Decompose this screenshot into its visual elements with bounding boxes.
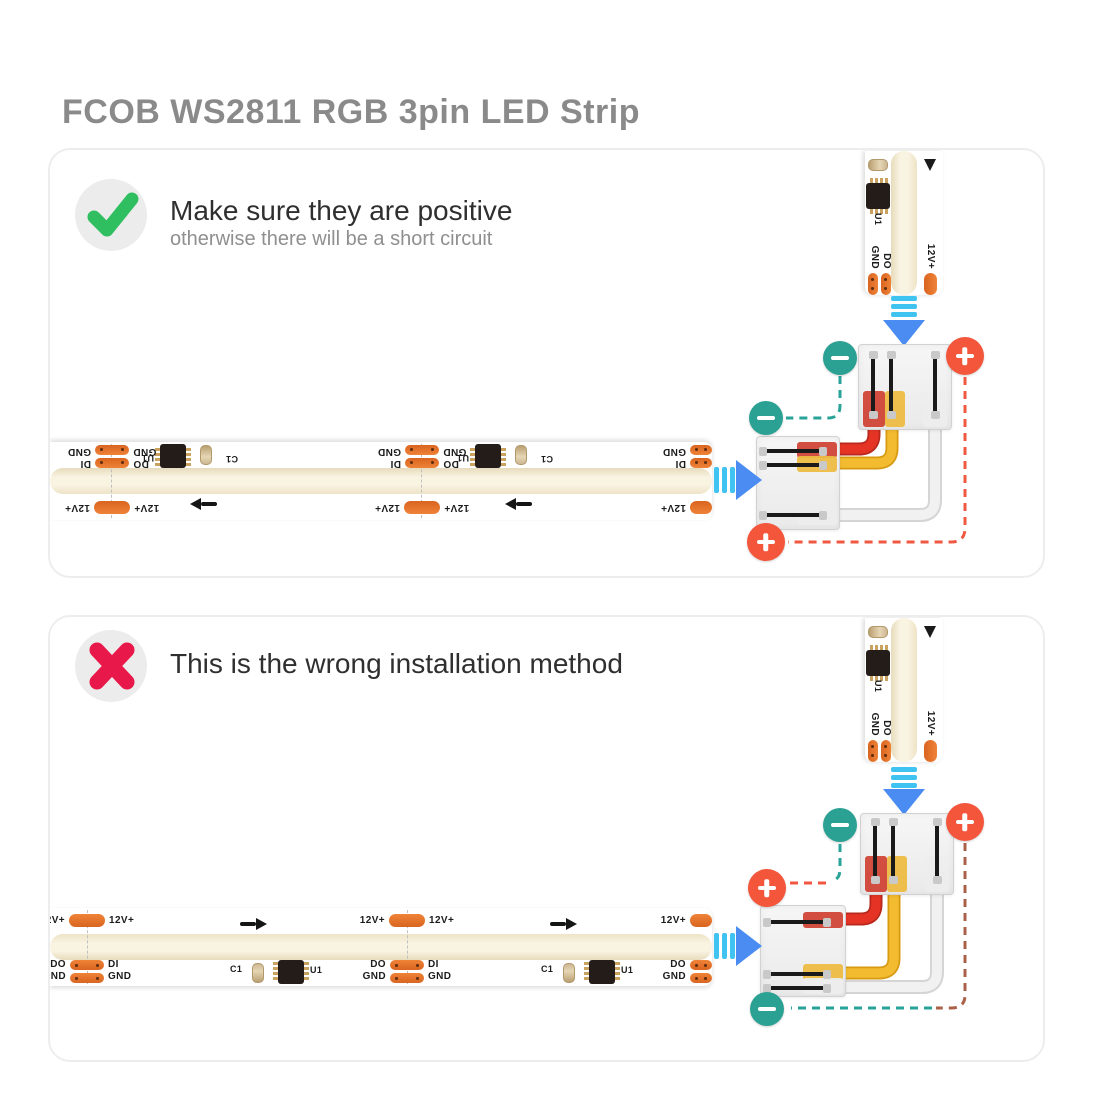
ic-chip [273,960,309,984]
strip-label-di: DI [108,959,119,970]
cross-icon [89,642,135,690]
chip-label: U1 [310,965,323,975]
strip-label-12v: 12V+ [660,915,686,926]
minus-icon [823,341,857,375]
strip-label-gnd: GND [662,971,686,982]
minus-icon [823,808,857,842]
solder-pad-12v [690,914,712,927]
strip-label-gnd: GND [108,971,132,982]
connector-wires [801,393,942,522]
solder-pad-data [390,960,424,970]
clamp-connector-vertical [858,344,952,430]
clamp-slot [932,818,942,884]
direction-arrow-icon [240,918,268,930]
wire-yellow [807,866,899,978]
polarity-links [790,843,967,1010]
wire-red [807,864,881,924]
clamp-connector-horizontal [760,905,846,997]
polarity-links [786,376,967,544]
plus-icon [747,523,785,561]
clamp-slot [759,460,827,470]
clamp-connector-horizontal [756,436,840,530]
strip-label-gnd: GND [428,971,452,982]
panel-correct-installation: Make sure they are positive otherwise th… [48,148,1045,578]
ic-chip [584,960,620,984]
wire-yellow [803,397,897,468]
clamp-slot [868,351,878,419]
correct-badge [75,179,147,251]
polarity-link-negative-top [830,844,842,883]
check-icon [87,192,139,237]
solder-pad-12v [69,914,105,927]
minus-icon [750,992,784,1026]
panel-wrong-installation: This is the wrong installation method U1… [48,615,1045,1062]
clamp-slot [759,446,827,456]
strip-label-12v: 12V+ [50,915,65,926]
strip-label-do: DO [370,959,386,970]
page-title: FCOB WS2811 RGB 3pin LED Strip [62,93,640,131]
strip-label-do: DO [50,959,66,970]
clamp-slot [763,917,831,927]
clamp-slot [763,983,831,993]
chip-label: U1 [621,965,634,975]
solder-pad-do [690,960,712,970]
direction-arrow-icon [550,918,578,930]
polarity-link-negative [786,376,842,420]
wrong-badge [75,630,147,702]
polarity-link-positive-bottom [936,843,967,1010]
strip-label-di: DI [428,959,439,970]
clamp-slot [886,351,896,419]
plus-icon [748,869,786,907]
clamp-slot [888,818,898,884]
correct-heading: Make sure they are positive [170,195,513,226]
clamp-connector-vertical [860,813,954,895]
minus-icon [749,401,783,435]
clamp-slot [759,510,827,520]
clamp-slot [870,818,880,884]
cut-line [407,910,408,984]
solder-pad-12v [389,914,425,927]
clamp-slot [763,969,831,979]
solder-pad-gnd [70,973,104,983]
wrong-heading: This is the wrong installation method [170,648,623,679]
wire-white [809,866,942,992]
capacitor-label: C1 [541,964,554,974]
cut-line [87,910,88,984]
strip-label-gnd: GND [50,971,66,982]
connector-wires [805,862,944,994]
strip-label-gnd: GND [362,971,386,982]
strip-label-do: DO [670,959,686,970]
cob-led-channel [50,934,712,960]
plus-icon [946,337,984,375]
solder-pad-gnd [690,973,712,983]
wire-white [805,397,940,520]
strip-label-12v: 12V+ [109,915,135,926]
plus-icon [946,803,984,841]
led-strip-horizontal: 12V+ 12V+ DO DI GND GND C1 U1 12V+ 12V+ … [50,908,712,986]
capacitor-label: C1 [230,964,243,974]
capacitor-component [563,963,575,983]
capacitor-component [252,963,264,983]
solder-pad-data [70,960,104,970]
solder-pad-gnd [390,973,424,983]
polarity-link-positive [788,377,967,544]
correct-subheading: otherwise there will be a short circuit [170,228,493,250]
strip-label-12v: 12V+ [429,915,455,926]
strip-label-12v: 12V+ [359,915,385,926]
clamp-slot [930,351,940,419]
wire-red [803,395,879,454]
